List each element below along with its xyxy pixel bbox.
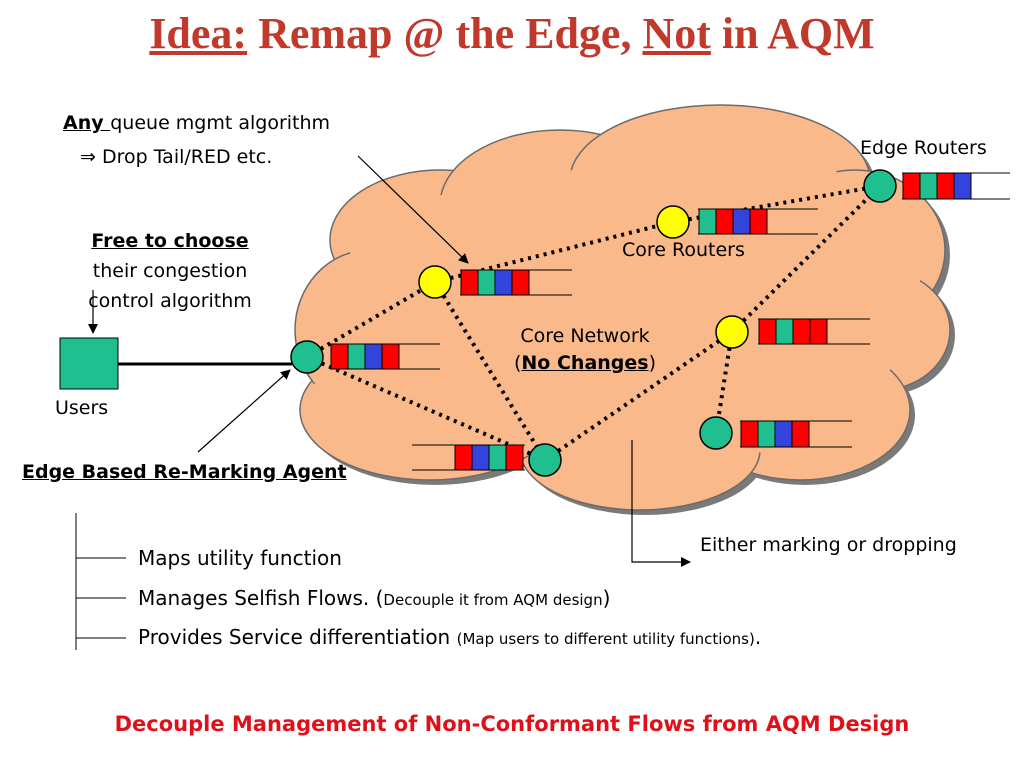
no-changes-line: (No Changes) bbox=[490, 350, 680, 377]
free-to-choose-heading: Free to choose bbox=[91, 230, 249, 252]
link-edge2-core3 bbox=[543, 330, 734, 462]
title-remap: Remap @ the Edge, bbox=[247, 9, 643, 58]
queue-algorithm-text: queue mgmt algorithm bbox=[110, 112, 331, 134]
congestion-line-2: control algorithm bbox=[88, 290, 252, 312]
core-routers-label: Core Routers bbox=[622, 239, 745, 261]
bullet-item-3: Provides Service differentiation (Map us… bbox=[138, 625, 761, 649]
core-router-3 bbox=[715, 315, 749, 349]
queue-core-3 bbox=[758, 318, 870, 345]
queue-edge-bottom-right bbox=[740, 420, 852, 448]
link-core1-edge2 bbox=[433, 280, 547, 462]
edge-routers-label: Edge Routers bbox=[860, 137, 987, 159]
remarking-agent-label: Edge Based Re-Marking Agent bbox=[22, 461, 347, 483]
queue-core-2 bbox=[698, 208, 818, 235]
users-label: Users bbox=[55, 397, 109, 419]
link-core3-edge3 bbox=[714, 331, 734, 434]
bullet-main: Provides Service differentiation bbox=[138, 625, 457, 649]
any-emphasis: Any bbox=[63, 112, 111, 134]
bullet-main: Manages Selfish Flows. ( bbox=[138, 586, 384, 610]
bullet-item-2: Manages Selfish Flows. (Decouple it from… bbox=[138, 586, 610, 610]
title-idea: Idea: bbox=[149, 9, 248, 58]
link-core3-edge bbox=[730, 184, 882, 334]
no-changes-text: No Changes bbox=[521, 352, 649, 374]
edge-router-bottom-right bbox=[699, 416, 733, 450]
core-network-label: Core Network (No Changes) bbox=[490, 323, 680, 377]
bullet-main: Maps utility function bbox=[138, 546, 342, 570]
congestion-line-1: their congestion bbox=[92, 260, 248, 282]
title-aqm: in AQM bbox=[710, 9, 875, 58]
any-queue-label: Any queue mgmt algorithm bbox=[63, 112, 330, 134]
cloud-fill-inner bbox=[310, 145, 920, 485]
queue-edge-bottom bbox=[412, 444, 525, 471]
bullet-tail: . bbox=[754, 625, 762, 649]
drop-tail-label: ⇒ Drop Tail/RED etc. bbox=[80, 146, 273, 168]
link-edge-core1 bbox=[305, 280, 437, 359]
link-core2-edge bbox=[672, 184, 881, 224]
link-edge-edge2 bbox=[306, 355, 546, 462]
arrow-remarking-agent bbox=[197, 369, 291, 453]
user-box bbox=[59, 337, 119, 390]
edge-router-left bbox=[290, 340, 324, 374]
bullet-note: Decouple it from AQM design bbox=[383, 591, 603, 609]
queue-edge-top-right bbox=[902, 172, 1010, 200]
core-router-1 bbox=[418, 265, 452, 299]
marking-dropping-label: Either marking or dropping bbox=[700, 534, 957, 556]
edge-router-top-right bbox=[863, 169, 897, 203]
core-network-title: Core Network bbox=[520, 325, 650, 347]
arrow-queue-algorithm bbox=[357, 155, 469, 264]
core-router-2 bbox=[656, 205, 690, 239]
bullet-tail: ) bbox=[602, 586, 611, 610]
slide-title: Idea: Remap @ the Edge, Not in AQM bbox=[0, 8, 1024, 59]
queue-edge-left bbox=[330, 343, 440, 370]
footer-statement: Decouple Management of Non-Conformant Fl… bbox=[114, 712, 910, 736]
queue-core-1 bbox=[460, 269, 572, 296]
bullet-note: (Map users to different utility function… bbox=[456, 630, 755, 648]
bullet-tree bbox=[75, 513, 126, 650]
bullet-item-1: Maps utility function bbox=[138, 546, 342, 570]
arrow-marking-dropping bbox=[631, 440, 691, 567]
edge-router-bottom bbox=[528, 443, 562, 477]
title-not: Not bbox=[642, 9, 711, 58]
paren-open: ( bbox=[513, 352, 522, 374]
free-to-choose-label: Free to choose their congestion control … bbox=[60, 226, 280, 316]
paren-close: ) bbox=[648, 352, 657, 374]
